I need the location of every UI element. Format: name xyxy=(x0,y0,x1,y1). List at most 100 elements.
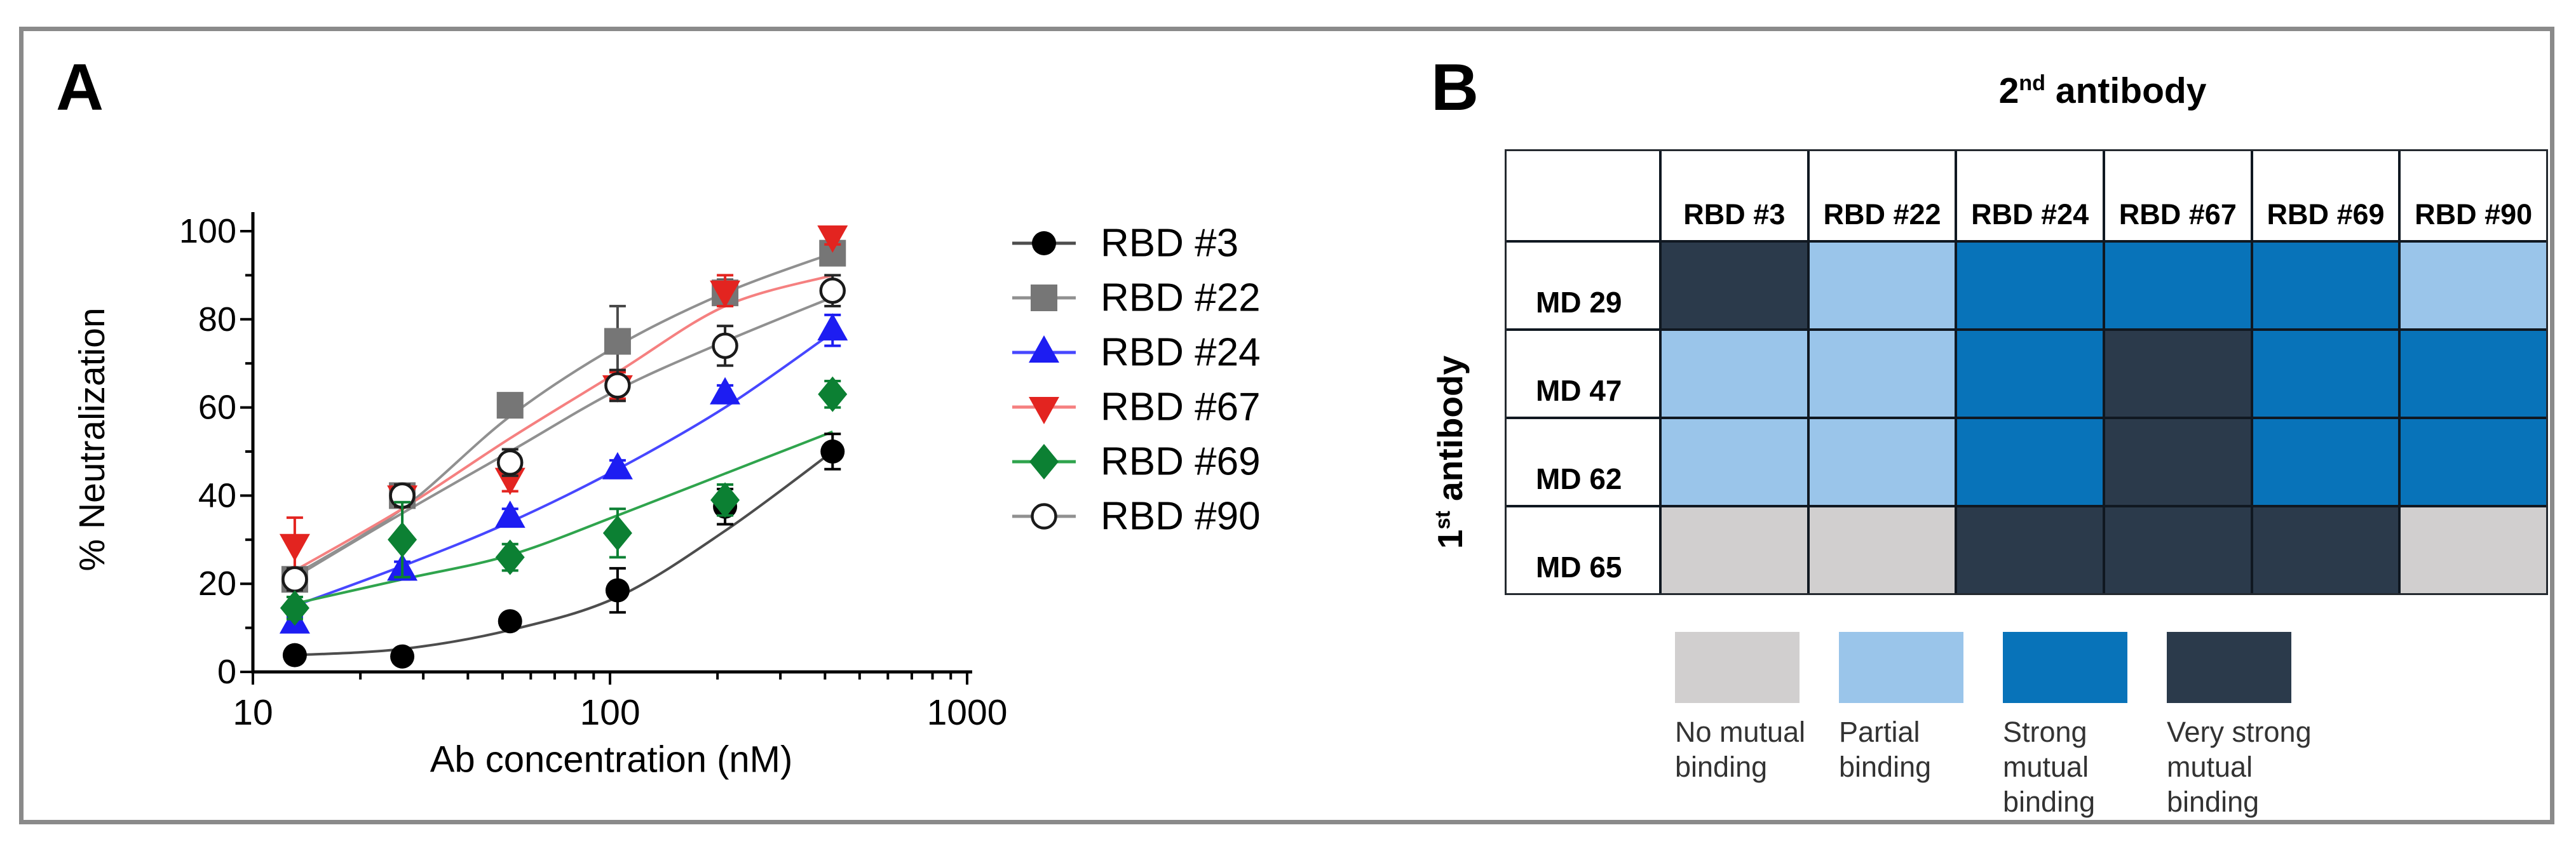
row-header-md29: MD 29 xyxy=(1507,243,1659,328)
data-point-rbd69 xyxy=(280,590,309,626)
data-point-rbd90 xyxy=(604,372,631,399)
data-point-rbd90 xyxy=(496,449,524,476)
binding-cell-md62-rbd24 xyxy=(1957,419,2103,505)
fit-curve-rbd90 xyxy=(294,296,834,579)
binding-legend-caption-none: No mutual binding xyxy=(1675,716,1806,783)
binding-cell-md62-rbd3 xyxy=(1662,419,1807,505)
fit-curve-rbd69 xyxy=(294,430,834,605)
binding-legend-item-partial: Partial binding xyxy=(1839,632,1999,784)
binding-cell-md65-rbd24 xyxy=(1957,507,2103,593)
fit-curve-rbd24 xyxy=(294,331,834,607)
binding-cell-md47-rbd3 xyxy=(1662,331,1807,417)
data-point-rbd3 xyxy=(282,643,307,667)
legend-marker-rbd24 xyxy=(1029,335,1059,363)
data-point-rbd90 xyxy=(819,277,846,304)
first-antibody-ordinal-suffix: st xyxy=(1430,511,1454,530)
data-point-rbd67 xyxy=(817,225,848,253)
second-antibody-axis-title: 2nd antibody xyxy=(1657,70,2548,112)
y-axis-title: % Neutralization xyxy=(72,307,112,571)
y-tick-label: 20 xyxy=(198,565,236,603)
legend-item-rbd22: RBD #22 xyxy=(1012,276,1261,320)
y-tick-label: 100 xyxy=(179,212,236,250)
first-antibody-number: 1 xyxy=(1430,529,1470,549)
row-header-md65: MD 65 xyxy=(1507,507,1659,593)
binding-cell-md65-rbd22 xyxy=(1809,507,1955,593)
legend-item-rbd67: RBD #67 xyxy=(1012,385,1261,429)
col-header-rbd90: RBD #90 xyxy=(2401,151,2546,240)
row-header-md47: MD 47 xyxy=(1507,331,1659,417)
binding-legend-item-strong: Strong mutual binding xyxy=(2003,632,2163,819)
legend-label-rbd90: RBD #90 xyxy=(1101,495,1261,539)
binding-cell-md47-rbd69 xyxy=(2253,331,2399,417)
binding-cell-md65-rbd69 xyxy=(2253,507,2399,593)
binding-cell-md29-rbd22 xyxy=(1809,243,1955,328)
data-point-rbd69 xyxy=(602,515,632,551)
binding-legend-caption-very: Very strong mutual binding xyxy=(2167,716,2312,818)
series-rbd69 xyxy=(280,376,848,626)
binding-legend-caption-strong: Strong mutual binding xyxy=(2003,716,2096,818)
x-tick-label: 1000 xyxy=(927,692,1008,733)
y-tick-label: 80 xyxy=(198,300,236,338)
binding-cell-md62-rbd69 xyxy=(2253,419,2399,505)
binding-cell-md62-rbd22 xyxy=(1809,419,1955,505)
legend-item-rbd69: RBD #69 xyxy=(1012,440,1261,484)
data-point-rbd69 xyxy=(710,482,740,518)
legend-label-rbd69: RBD #69 xyxy=(1101,440,1261,484)
data-point-rbd24 xyxy=(710,377,741,405)
legend-item-rbd24: RBD #24 xyxy=(1012,331,1261,375)
data-point-rbd69 xyxy=(388,521,417,558)
binding-legend-swatch-strong xyxy=(2003,632,2127,703)
col-header-rbd67: RBD #67 xyxy=(2105,151,2251,240)
data-point-rbd3 xyxy=(390,644,415,669)
col-header-rbd22: RBD #22 xyxy=(1809,151,1955,240)
first-antibody-axis-title: 1st antibody xyxy=(1430,300,1470,605)
binding-cell-md47-rbd24 xyxy=(1957,331,2103,417)
binding-legend-item-none: No mutual binding xyxy=(1675,632,1835,784)
x-axis-title: Ab concentration (nM) xyxy=(430,739,793,781)
binding-cell-md29-rbd3 xyxy=(1662,243,1807,328)
legend-marker-rbd22 xyxy=(1031,285,1057,311)
binding-cell-md29-rbd90 xyxy=(2401,243,2546,328)
binding-cell-md29-rbd67 xyxy=(2105,243,2251,328)
legend-item-rbd3: RBD #3 xyxy=(1012,222,1238,265)
panel-b-label: B xyxy=(1431,51,1479,124)
binding-legend-swatch-partial xyxy=(1839,632,1963,703)
legend-label-rbd22: RBD #22 xyxy=(1101,276,1261,320)
x-tick-label: 10 xyxy=(233,692,273,733)
data-point-rbd67 xyxy=(710,280,741,308)
binding-cell-md47-rbd67 xyxy=(2105,331,2251,417)
binding-cell-md65-rbd67 xyxy=(2105,507,2251,593)
binding-cell-md47-rbd90 xyxy=(2401,331,2546,417)
legend-label-rbd24: RBD #24 xyxy=(1101,331,1261,375)
fit-curve-rbd3 xyxy=(294,450,834,657)
data-point-rbd3 xyxy=(820,439,845,464)
row-header-md62: MD 62 xyxy=(1507,419,1659,505)
legend-marker-rbd3 xyxy=(1032,231,1056,255)
data-point-rbd3 xyxy=(605,578,630,603)
binding-legend-caption-partial: Partial binding xyxy=(1839,716,1932,783)
y-tick-label: 60 xyxy=(198,389,236,427)
col-header-rbd24: RBD #24 xyxy=(1957,151,2103,240)
fit-curve-rbd22 xyxy=(294,251,833,577)
binding-legend-item-very: Very strong mutual binding xyxy=(2167,632,2327,819)
binding-cell-md62-rbd67 xyxy=(2105,419,2251,505)
series-rbd90 xyxy=(281,274,846,593)
legend-item-rbd90: RBD #90 xyxy=(1012,495,1261,539)
data-point-rbd69 xyxy=(818,376,848,412)
series-rbd24 xyxy=(279,313,848,634)
binding-cell-md65-rbd3 xyxy=(1662,507,1807,593)
binding-legend-swatch-none xyxy=(1675,632,1800,703)
legend-label-rbd67: RBD #67 xyxy=(1101,385,1261,429)
y-tick-label: 0 xyxy=(217,653,236,691)
series-rbd3 xyxy=(282,432,845,669)
panel-a-label: A xyxy=(56,51,104,124)
data-point-rbd22 xyxy=(604,328,631,355)
col-header-rbd69: RBD #69 xyxy=(2253,151,2399,240)
binding-cell-md65-rbd90 xyxy=(2401,507,2546,593)
legend-marker-rbd90 xyxy=(1031,503,1057,530)
matrix-corner-cell xyxy=(1507,151,1659,240)
binding-legend-swatch-very xyxy=(2167,632,2291,703)
data-point-rbd90 xyxy=(281,566,308,593)
